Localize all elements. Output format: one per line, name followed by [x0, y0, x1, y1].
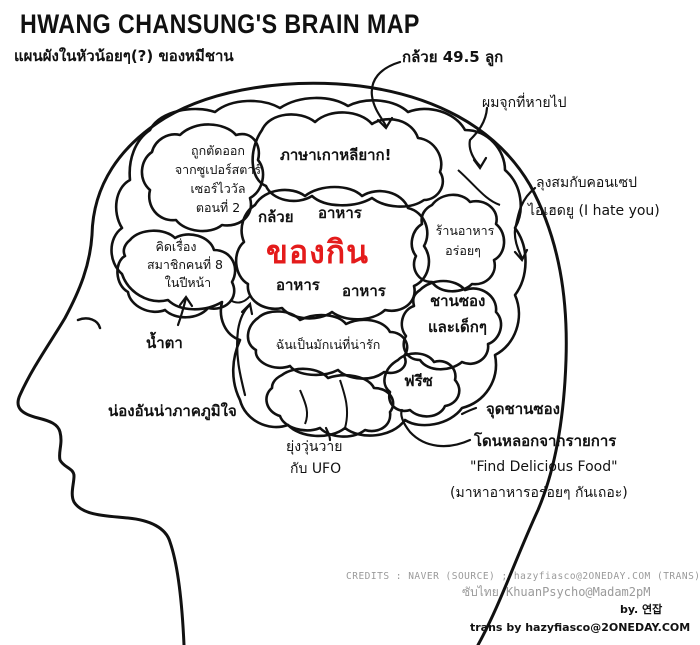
label-bananas: กล้วย 49.5 ลูก	[402, 48, 504, 66]
label-show-3: (มาหาอาหารอร่อยๆ กันเถอะ)	[450, 485, 628, 501]
food-label-1: อาหาร	[318, 204, 362, 222]
page-subtitle: แผนผังในหัวน้อยๆ(?) ของหมีชาน	[14, 47, 234, 65]
label-show-1: โดนหลอกจากรายการ	[474, 432, 617, 450]
label-show-2: "Find Delicious Food"	[470, 459, 618, 475]
cute-lobe	[246, 310, 409, 380]
credits-trans: trans by hazyfiasco@2ONEDAY.COM	[470, 621, 691, 634]
food-banana: กล้วย	[258, 208, 294, 226]
label-tears: น้ำตา	[146, 334, 183, 352]
region-restaurant-2: อร่อยๆ	[445, 243, 481, 258]
region-member-1: คิดเรื่อง	[155, 239, 197, 254]
region-member-2: สมาชิกคนที่ 8	[146, 257, 223, 272]
label-ufo-1: ยุ่งวุ่นวาย	[286, 439, 343, 455]
ufo-lobe	[265, 367, 395, 438]
head-outline	[16, 81, 568, 645]
region-korean: ภาษาเกาหลียาก!	[280, 146, 392, 164]
label-calf: น่องอันน่าภาคภูมิใจ	[108, 402, 237, 420]
superstar-lobe	[140, 123, 265, 233]
region-superstar-4: ตอนที่ 2	[195, 200, 241, 215]
credits-thai: ซับไทย KhuanPsycho@Madam2pM	[462, 585, 651, 599]
region-restaurant-1: ร้านอาหาร	[435, 223, 495, 238]
credits-source: CREDITS : NAVER (SOURCE) ; hazyfiasco@2O…	[346, 571, 700, 582]
food-label-2: อาหาร	[276, 276, 320, 294]
restaurant-lobe	[410, 193, 506, 293]
region-cute-maknae: ฉันเป็นมักเน่ที่น่ารัก	[275, 337, 381, 352]
label-i-hate-you: ไอเฮดยู (I hate you)	[528, 203, 660, 219]
region-superstar-3: เซอร์ไววัล	[190, 181, 246, 196]
credits-by: by. 연잡	[620, 603, 663, 616]
region-chansung-kids-1: ชานซอง	[430, 292, 486, 310]
region-superstar-2: จากซูเปอร์สตาร์	[174, 162, 262, 177]
region-free: ฟรีซ	[404, 372, 433, 390]
member-lobe	[116, 229, 237, 319]
korean-lobe	[251, 111, 445, 208]
chansung-kids-lobe	[400, 279, 503, 371]
food-lobe	[234, 185, 431, 321]
label-concert: ลุงสมกับคอนเซป	[536, 175, 638, 191]
food-main: ของกิน	[266, 233, 369, 271]
region-superstar-1: ถูกตัดออก	[191, 143, 245, 158]
food-label-3: อาหาร	[342, 282, 386, 300]
label-lost-hair: ผมจุกที่หายไป	[482, 95, 567, 111]
label-ufo-2: กับ UFO	[290, 461, 342, 477]
region-member-3: ในปีหน้า	[164, 275, 212, 290]
free-lobe	[383, 352, 461, 418]
eye	[76, 317, 102, 330]
region-chansung-kids-2: และเด็กๆ	[428, 318, 487, 336]
page-title: HWANG CHANSUNG'S BRAIN MAP	[20, 9, 420, 39]
label-weak-spot: จุดชานซอง	[486, 400, 560, 418]
